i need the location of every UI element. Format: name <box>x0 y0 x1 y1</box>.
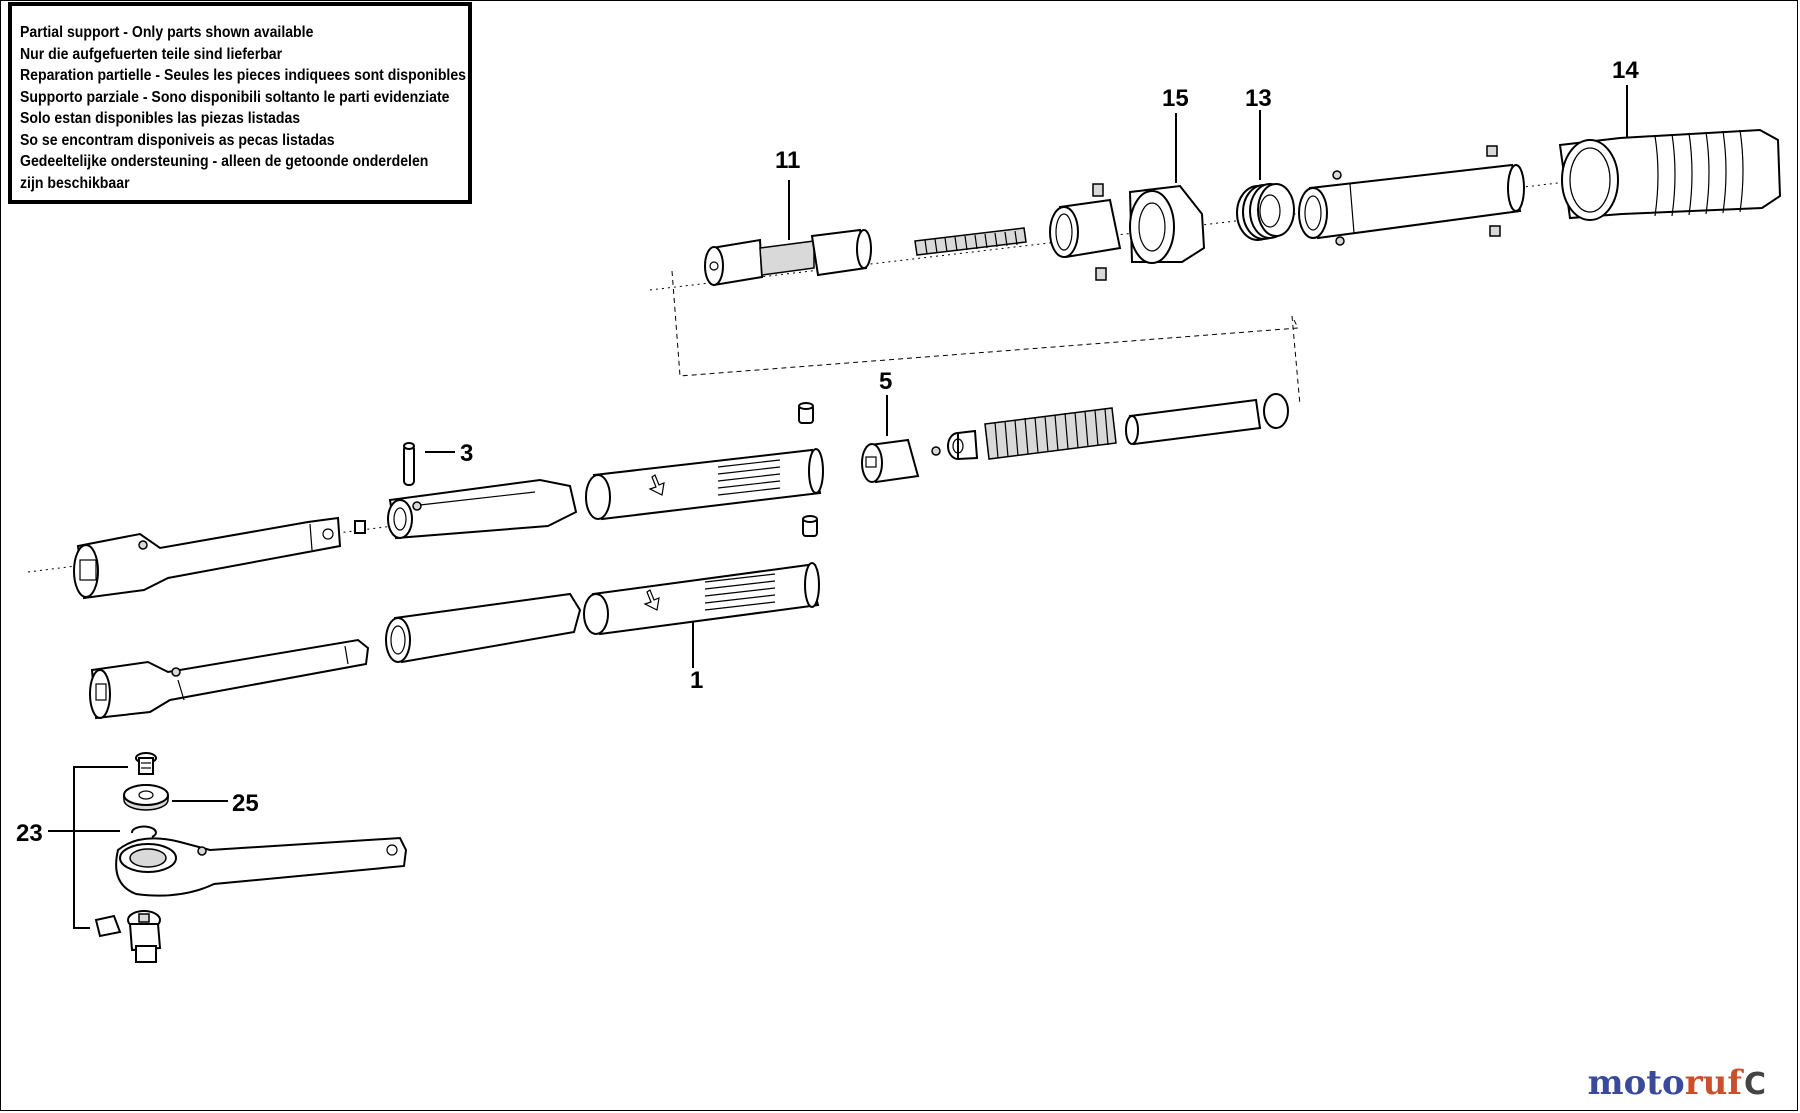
screw <box>135 752 157 775</box>
part-11-adjuster <box>704 180 872 287</box>
part-25-knurled-nut <box>123 784 228 811</box>
notice-line-es: Solo estan disponibles las piezas listad… <box>20 110 301 127</box>
spring-seat <box>947 429 979 461</box>
part-1-torque-tube <box>385 562 820 668</box>
compression-spring <box>984 407 1117 460</box>
end-cap-disc <box>1263 393 1289 429</box>
housing-tube <box>1298 145 1525 246</box>
guide-rod <box>1125 398 1262 446</box>
notice-line-de: Nur die aufgefuerten teile sind lieferba… <box>20 45 283 63</box>
wrench-body-upper <box>387 448 824 540</box>
ball <box>931 446 941 456</box>
ratchet-head <box>115 836 408 897</box>
notice-line-en: Partial support - Only parts shown avail… <box>20 24 314 41</box>
drive-square <box>127 910 162 963</box>
callout-13: 13 <box>1245 85 1272 112</box>
callout-3: 3 <box>460 440 473 467</box>
notice-line-pt: So se encontram disponiveis as pecas lis… <box>20 131 335 149</box>
square-drive-extension <box>73 516 342 600</box>
availability-notice: Partial support - Only parts shown avail… <box>8 2 472 204</box>
brand-watermark: motorufC <box>1587 1063 1766 1103</box>
bushing <box>1049 183 1122 281</box>
callout-15: 15 <box>1162 85 1189 112</box>
callout-14: 14 <box>1612 57 1639 84</box>
pawl <box>94 914 122 938</box>
part-13-spring <box>1236 110 1295 241</box>
callout-11: 11 <box>775 147 800 174</box>
part-23-bracket <box>48 766 128 929</box>
lower-extension <box>89 638 370 720</box>
notice-line-it: Supporto parziale - Sono disponibili sol… <box>20 88 450 106</box>
part-15-collar <box>1128 113 1206 264</box>
part-5-plug <box>861 395 920 484</box>
notice-line-nl-2: zijn beschikbaar <box>20 174 130 192</box>
assembly-bracket <box>671 270 1299 377</box>
retaining-ring <box>131 825 157 838</box>
notice-line-fr: Reparation partielle - Seules les pieces… <box>20 67 466 84</box>
threaded-rod <box>914 227 1027 256</box>
part-14-handle-grip <box>1558 85 1782 221</box>
callout-5: 5 <box>879 368 892 395</box>
pin-lower <box>802 515 818 537</box>
part-3-roll-pin <box>403 442 455 486</box>
callout-25: 25 <box>232 790 259 817</box>
pin-upper <box>798 402 814 424</box>
notice-line-nl: Gedeeltelijke ondersteuning - alleen de … <box>20 153 429 170</box>
callout-1: 1 <box>690 667 703 694</box>
square-pin <box>354 520 366 534</box>
callout-23: 23 <box>16 820 43 847</box>
